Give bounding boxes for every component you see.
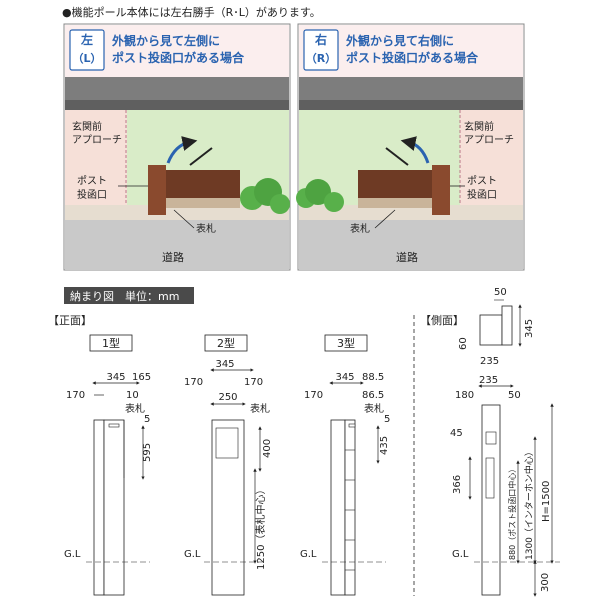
type-1-dim-595: 595 [142, 443, 153, 462]
side-view-drawing: 50 345 60 235 235 180 50 45 366 880（ポスト投… [450, 287, 560, 597]
side-dim-180: 180 [455, 390, 474, 401]
left-title-line1: 外観から見て左側に [112, 33, 220, 48]
type-2-dim-250: 250 [218, 392, 237, 403]
type-3-dim-5: 5 [384, 414, 390, 425]
type-3-dim-865: 86.5 [362, 390, 384, 401]
side-dim-1500: H=1500 [541, 481, 552, 522]
type-3-dim-345: 345 [335, 372, 354, 383]
type-1-gl: G.L [64, 549, 81, 560]
right-post-pole [432, 165, 450, 215]
type-3-nameplate: 表札 [364, 402, 384, 415]
side-top-dim-60: 60 [458, 337, 469, 350]
type-1-dim-5: 5 [144, 414, 150, 425]
side-dim-235: 235 [479, 375, 498, 386]
type-1-drawing: 1型 345 165 170 10 表札 5 595 G.L [64, 334, 153, 596]
right-entrance-label-1: 玄関前 [464, 120, 494, 133]
right-nameplate-label: 表札 [350, 222, 370, 235]
type-2-gl: G.L [184, 549, 201, 560]
type-1-nameplate: 表札 [125, 402, 145, 415]
left-tag-top: 左 [80, 32, 93, 47]
type-2-title: 2型 [217, 336, 235, 350]
type-1-dim-345: 345 [106, 372, 125, 383]
side-dim-50: 50 [508, 390, 521, 401]
side-dim-45: 45 [450, 428, 463, 439]
left-post-pole [148, 165, 166, 215]
right-entrance-label-2: アプローチ [464, 134, 514, 146]
side-dim-880: 880（ポスト投函口中心） [507, 465, 517, 560]
type-3-pole [330, 419, 346, 596]
side-top-dim-235: 235 [480, 356, 499, 367]
type-1-dim-10: 10 [126, 390, 139, 401]
side-top-dim-50: 50 [494, 287, 507, 298]
right-tag-top: 右 [314, 32, 327, 47]
right-tag-bottom: （R） [306, 52, 336, 65]
right-post-box [358, 170, 432, 198]
left-tag-bottom: （L） [72, 52, 101, 65]
type-1-pole [103, 419, 125, 596]
type-3-dim-435: 435 [379, 436, 390, 455]
type-1-dim-165: 165 [132, 372, 151, 383]
side-pole [481, 404, 501, 596]
fit-diagram-bar [64, 287, 194, 304]
left-entrance-label-1: 玄関前 [72, 120, 102, 133]
front-view-label: 【正面】 [48, 314, 92, 327]
left-post-label-1: ポスト [77, 175, 107, 187]
side-view-label: 【側面】 [420, 314, 464, 327]
side-dim-300: 300 [540, 573, 551, 592]
type-2-dim-400: 400 [262, 439, 273, 458]
side-dim-1300: 1300（インターホン中心） [523, 447, 535, 560]
type-2-dim-170b: 170 [244, 377, 263, 388]
type-2-dim-170a: 170 [184, 377, 203, 388]
type-3-drawing: 3型 345 88.5 170 86.5 表札 5 435 G.L [300, 334, 390, 596]
right-title-line1: 外観から見て右側に [346, 33, 454, 48]
lr-handed-note: ●機能ポール本体には左右勝手（R･L）があります。 [62, 5, 321, 19]
side-dim-366: 366 [452, 475, 463, 494]
right-post-label-2: 投函口 [467, 188, 497, 201]
left-post-box [166, 170, 240, 198]
type-3-dim-885: 88.5 [362, 372, 384, 383]
type-2-nameplate: 表札 [250, 402, 270, 415]
left-road-label: 道路 [162, 250, 184, 264]
type-1-dim-170: 170 [66, 390, 85, 401]
type-1-title: 1型 [102, 336, 120, 350]
type-3-title: 3型 [337, 336, 355, 350]
right-post-label-1: ポスト [467, 175, 497, 187]
left-post-label-2: 投函口 [77, 188, 107, 201]
left-nameplate-label: 表札 [196, 222, 216, 235]
right-handed-panel: 右 （R） 外観から見て右側に ポスト投函口がある場合 玄関前 アプローチ ポス… [296, 23, 525, 271]
type-2-dim-345: 345 [215, 359, 234, 370]
left-title-line2: ポスト投函口がある場合 [112, 50, 245, 65]
right-road-label: 道路 [396, 250, 418, 264]
fit-diagram-title: 納まり図 単位：mm [70, 289, 179, 303]
type-3-gl: G.L [300, 549, 317, 560]
side-top-dim-345: 345 [524, 319, 535, 338]
left-entrance-label-2: アプローチ [72, 134, 122, 146]
type-2-dim-1250: 1250（表札中心） [254, 485, 267, 570]
left-handed-panel: 左 （L） 外観から見て左側に ポスト投函口がある場合 玄関前 アプローチ ポス… [63, 23, 291, 271]
type-3-dim-170: 170 [304, 390, 323, 401]
side-gl: G.L [452, 549, 469, 560]
type-2-drawing: 2型 345 170 170 250 表札 400 1250（表札中心） G.L [184, 334, 273, 596]
right-title-line2: ポスト投函口がある場合 [346, 50, 479, 65]
